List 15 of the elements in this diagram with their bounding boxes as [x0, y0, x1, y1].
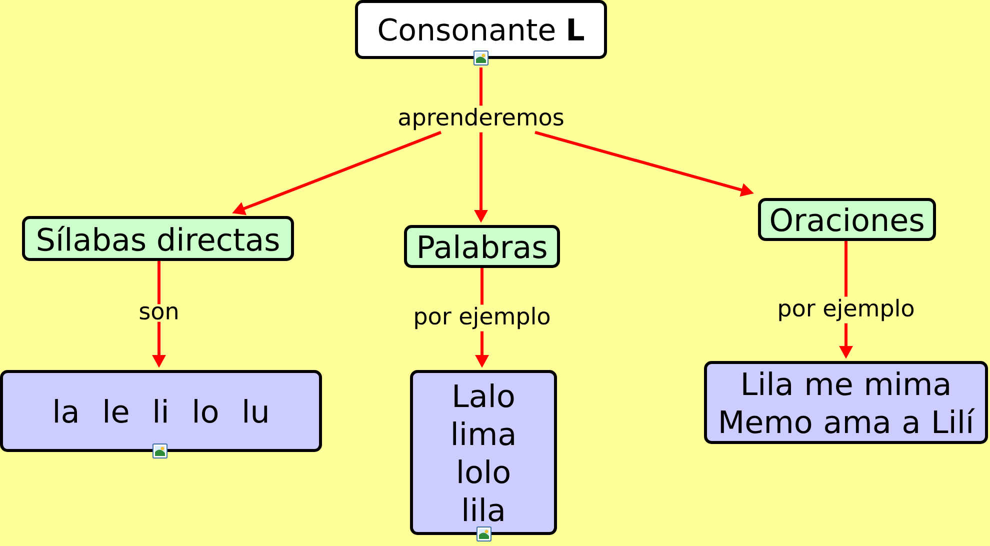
concept-box: Lila me mima Memo ama a Lilí: [704, 361, 988, 444]
linking-phrase: por ejemplo: [779, 298, 914, 322]
connector-line: [158, 261, 160, 304]
concept-box: Oraciones: [758, 198, 936, 241]
linking-phrase: por ejemplo: [415, 306, 550, 330]
linking-phrase: son: [140, 306, 178, 320]
linking-phrase: aprenderemos: [399, 108, 564, 130]
concept-box: Lalo lima lolo lila: [410, 370, 557, 535]
concept-box: Consonante L: [355, 0, 607, 59]
concept-box: Palabras: [404, 225, 560, 268]
concept-box: la le li lo lu: [0, 370, 322, 452]
connector-line: [480, 268, 484, 305]
concept-box: Sílabas directas: [22, 216, 294, 261]
connector-line: [480, 68, 482, 106]
connector-line: [844, 241, 848, 297]
